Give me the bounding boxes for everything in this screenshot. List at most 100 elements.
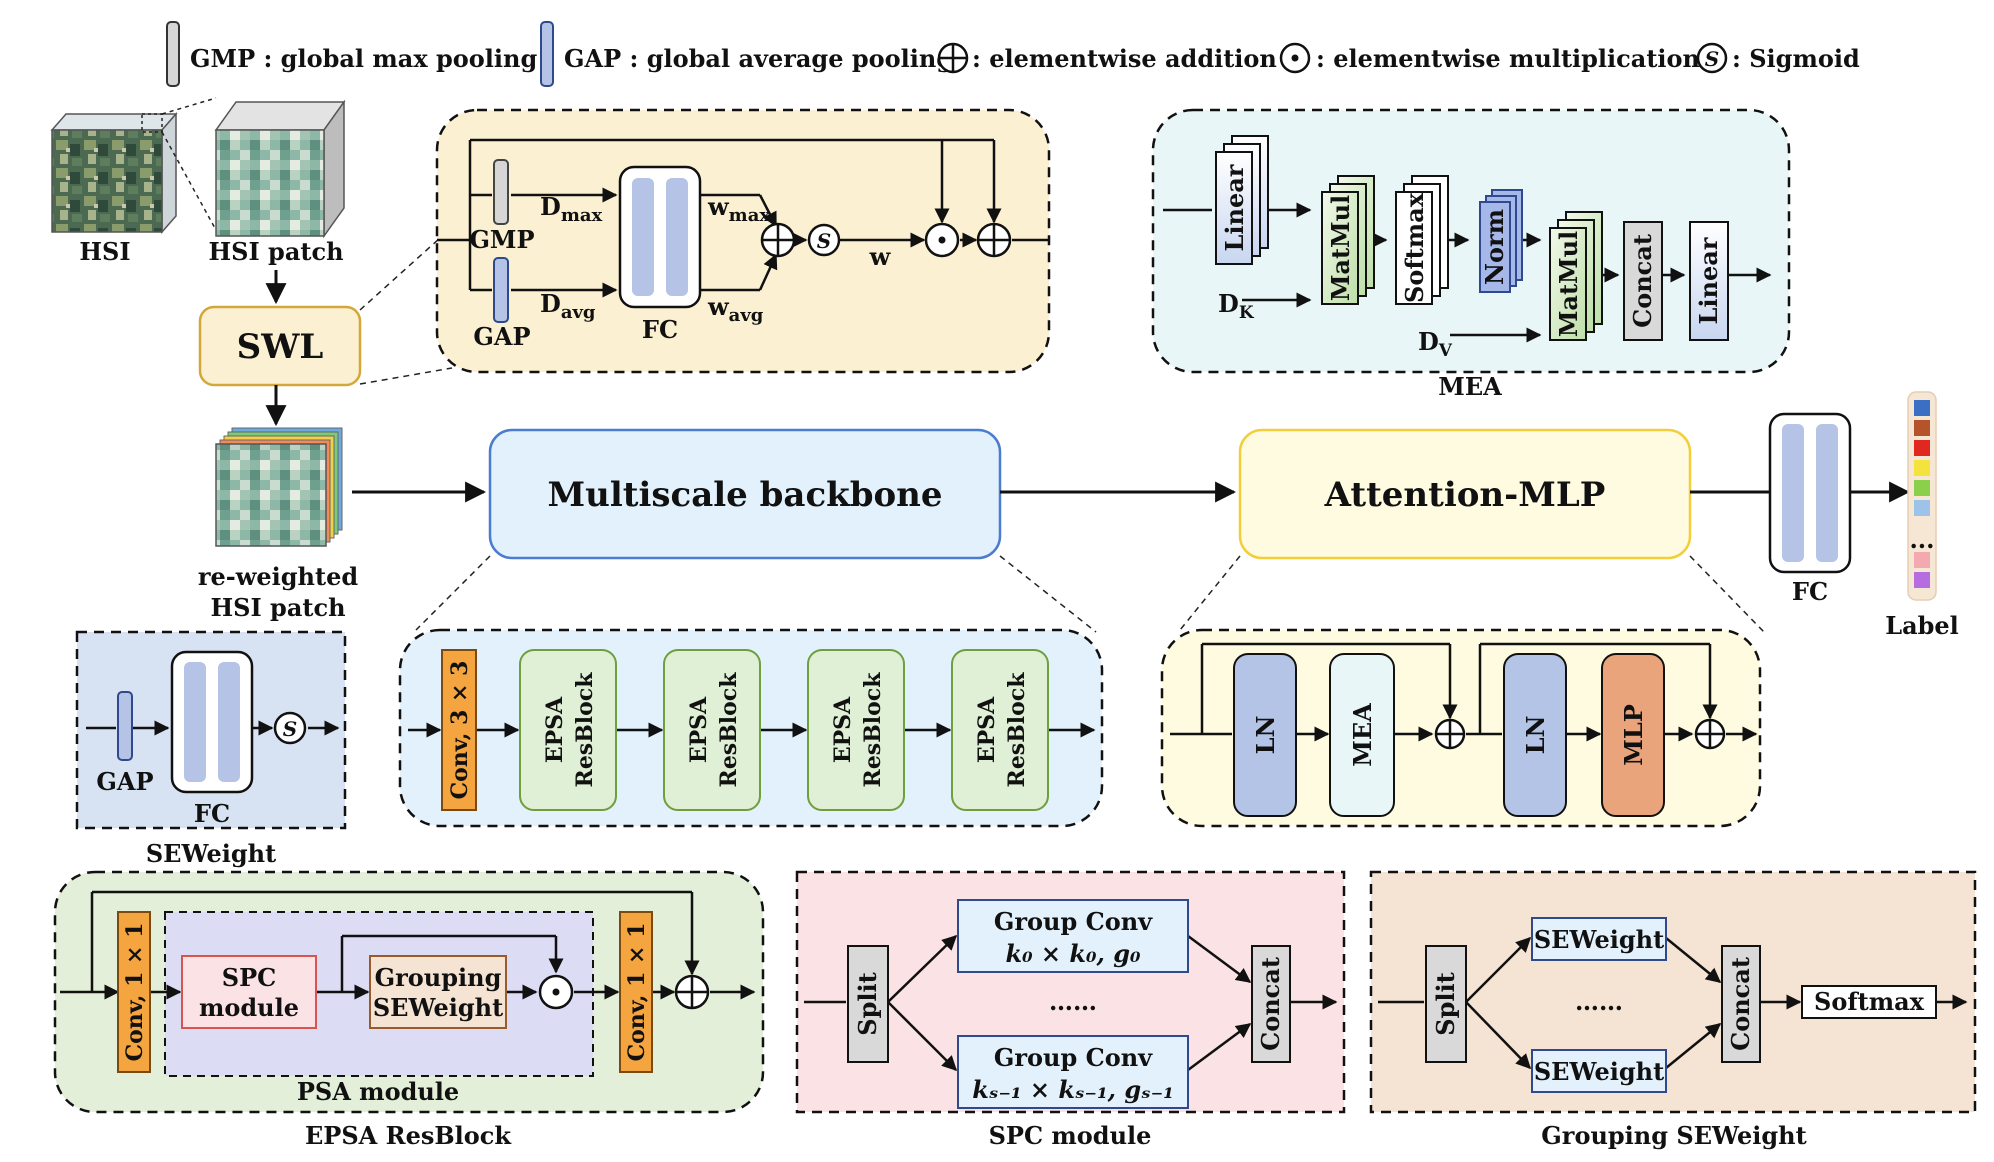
grouping-seweight-block: Grouping SEWeight: [369, 955, 507, 1029]
svg-text:EPSA: EPSA: [974, 696, 1000, 763]
gap-legend-icon: [540, 21, 554, 87]
epsa-flow: [60, 890, 756, 1000]
epsa-resblock-2: EPSA ResBlock: [663, 649, 761, 811]
hsi-patch-cube: [214, 99, 346, 239]
mea-matmul1-text: MatMul: [1326, 195, 1355, 301]
epsa-conv2-block: Conv, 1 × 1: [619, 911, 653, 1073]
sigmoid-legend-icon: S: [1696, 42, 1728, 74]
grouping-flow: [1378, 936, 1968, 1070]
hsi-cube: [50, 112, 178, 234]
svg-text:EPSA: EPSA: [686, 696, 712, 763]
swl-sigmoid-icon: S: [807, 223, 841, 257]
mea-linear2-block: Linear: [1689, 221, 1729, 341]
mea-dv-label: DV: [1418, 327, 1453, 361]
epsa-add-icon: [674, 974, 710, 1010]
mea-linear1-text: Linear: [1220, 164, 1249, 251]
label-cell: [1914, 500, 1930, 516]
epsa-resblock-1: EPSA ResBlock: [519, 649, 617, 811]
svg-text:SPC: SPC: [222, 963, 276, 992]
legend: GMP : global max pooling GAP : global av…: [166, 21, 1860, 87]
swl-fc-block: [618, 165, 702, 309]
reweighted-label-2: HSI patch: [210, 593, 345, 622]
svg-text:Concat: Concat: [1256, 957, 1285, 1051]
svg-text:Group Conv: Group Conv: [994, 1043, 1153, 1072]
swl-gap-label: GAP: [473, 322, 530, 351]
swl-mul-icon: [924, 222, 960, 258]
swl-w-label: w: [869, 242, 892, 271]
gmp-legend-icon: [166, 21, 180, 87]
svg-text:EPSA: EPSA: [542, 696, 568, 763]
attention-label: Attention-MLP: [1324, 475, 1606, 515]
attention-ln1-block: LN: [1233, 653, 1297, 817]
spc-concat-block: Concat: [1251, 945, 1291, 1063]
swl-label: SWL: [237, 327, 324, 367]
mea-matmul1-block: MatMul: [1321, 175, 1375, 305]
multiscale-backbone-box: [488, 428, 1002, 560]
label-cell: [1914, 460, 1930, 476]
spc-flow: [804, 934, 1338, 1072]
psa-module-title: PSA module: [297, 1077, 459, 1106]
svg-text:S: S: [1705, 47, 1719, 71]
swl-box: [198, 305, 362, 387]
add-legend-icon: [937, 42, 969, 74]
seweight-sigmoid-icon: S: [273, 711, 307, 745]
svg-text:MEA: MEA: [1348, 703, 1377, 767]
svg-text:k₀ × k₀, g₀: k₀ × k₀, g₀: [1005, 939, 1141, 968]
attention-mlp-box: [1238, 428, 1692, 560]
legend-sig-text: : Sigmoid: [1732, 44, 1860, 73]
mea-concat-block: Concat: [1623, 221, 1663, 341]
hsi-patch-label: HSI patch: [208, 237, 343, 266]
legend-mul-text: : elementwise multiplication: [1316, 44, 1700, 73]
backbone-label: Multiscale backbone: [547, 475, 942, 515]
mea-title: MEA: [1438, 372, 1502, 401]
mea-matmul2-block: MatMul: [1549, 211, 1603, 341]
label-cell: [1914, 400, 1930, 416]
swl-residual-add-icon: [976, 222, 1012, 258]
spc-module-block: SPC module: [181, 955, 317, 1029]
svg-text:ResBlock: ResBlock: [572, 672, 598, 788]
mea-linear2-text: Linear: [1694, 237, 1723, 324]
svg-text:Split: Split: [1431, 972, 1460, 1035]
grouping-seweight-1: SEWeight: [1531, 917, 1667, 961]
label-title: Label: [1885, 611, 1959, 640]
mea-matmul2-text: MatMul: [1554, 231, 1583, 337]
grouping-split-block: Split: [1425, 945, 1467, 1063]
swl-add-icon: [760, 222, 796, 258]
label-cell: [1914, 440, 1930, 456]
seweight-gap-bar: [117, 691, 133, 761]
svg-text:ResBlock: ResBlock: [1004, 672, 1030, 788]
svg-text:Conv, 1 × 1: Conv, 1 × 1: [624, 923, 650, 1062]
mea-concat-text: Concat: [1628, 234, 1657, 328]
hsi-label: HSI: [79, 237, 130, 266]
epsa-conv1-block: Conv, 1 × 1: [117, 911, 151, 1073]
seweight-gap-label: GAP: [96, 767, 153, 796]
spc-module-title: SPC module: [989, 1121, 1152, 1150]
svg-text:SEWeight: SEWeight: [1534, 1057, 1664, 1086]
svg-text:Split: Split: [853, 972, 882, 1035]
svg-text:EPSA: EPSA: [830, 696, 856, 763]
svg-text:Conv, 1 × 1: Conv, 1 × 1: [122, 923, 148, 1062]
swl-gmp-bar: [493, 159, 509, 225]
swl-davg-label: Davg: [540, 289, 596, 323]
attention-mlp-block: MLP: [1601, 653, 1665, 817]
label-cell: [1914, 552, 1930, 568]
attention-ln2-block: LN: [1503, 653, 1567, 817]
backbone-conv3x3-block: Conv, 3 × 3: [441, 649, 477, 811]
attention-mea-block: MEA: [1329, 653, 1395, 817]
spc-split-block: Split: [847, 945, 889, 1063]
attention-add2-icon: [1694, 718, 1726, 750]
reweighted-label-1: re-weighted: [198, 562, 359, 591]
label-ellipsis: ...: [1909, 525, 1934, 554]
epsa-resblock-3: EPSA ResBlock: [807, 649, 905, 811]
swl-wmax-label: wmax: [707, 192, 770, 226]
zoom-line-bottom: [161, 131, 217, 231]
swl-zoom-line-top: [359, 237, 441, 311]
spc-dots: ……: [1049, 987, 1097, 1016]
spc-group-conv-2: Group Conv kₛ₋₁ × kₛ₋₁, gₛ₋₁: [957, 1035, 1189, 1109]
grouping-seweight-2: SEWeight: [1531, 1049, 1667, 1093]
grouping-concat-block: Concat: [1721, 945, 1761, 1063]
svg-text:Concat: Concat: [1726, 957, 1755, 1051]
label-cell: [1914, 480, 1930, 496]
grouping-dots: ……: [1575, 987, 1623, 1016]
svg-text:kₛ₋₁ × kₛ₋₁, gₛ₋₁: kₛ₋₁ × kₛ₋₁, gₛ₋₁: [972, 1075, 1174, 1104]
